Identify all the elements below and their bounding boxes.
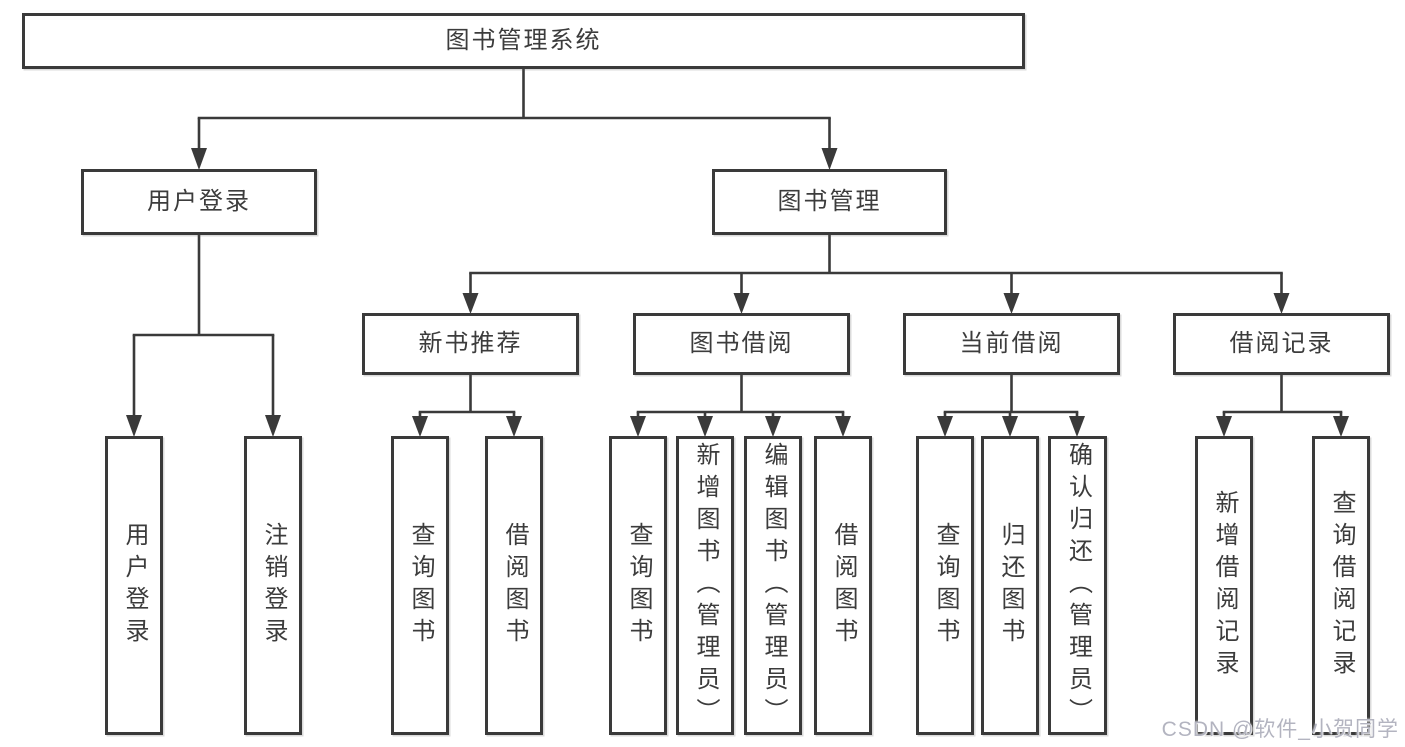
node-new-book-recommend: 新书推荐 xyxy=(362,313,579,375)
arrowhead-icon xyxy=(1216,416,1232,437)
node-label: 新增借阅记录 xyxy=(1211,489,1238,682)
arrowhead-icon xyxy=(937,416,953,437)
arrowhead-icon xyxy=(191,148,207,170)
arrowhead-icon xyxy=(1069,416,1085,437)
arrowhead-icon xyxy=(630,416,646,437)
arrowhead-icon xyxy=(1003,293,1020,314)
node-label: 图书管理系统 xyxy=(445,27,602,54)
node-label: 借阅图书 xyxy=(830,521,857,650)
node-label: 查询图书 xyxy=(625,521,652,650)
arrowhead-icon xyxy=(765,416,781,437)
leaf-confirm-return-admin: 确认归还（管理员） xyxy=(1048,436,1107,735)
leaf-borrow-books: 借阅图书 xyxy=(814,436,872,735)
csdn-watermark: CSDN @软件_小贺同学 xyxy=(1161,718,1399,741)
node-current-borrowing: 当前借阅 xyxy=(903,313,1120,375)
node-label: 查询图书 xyxy=(932,521,959,650)
leaf-recommend-borrow-books: 借阅图书 xyxy=(485,436,543,735)
leaf-user-login: 用户登录 xyxy=(105,436,163,735)
node-label: 新增图书（管理员） xyxy=(692,441,719,730)
node-label: 查询图书 xyxy=(407,521,434,650)
arrowhead-group xyxy=(126,148,1349,437)
node-label: 归还图书 xyxy=(997,521,1024,650)
arrowhead-icon xyxy=(506,416,522,437)
node-label: 查询借阅记录 xyxy=(1328,489,1355,682)
leaf-edit-books-admin: 编辑图书（管理员） xyxy=(744,436,802,735)
node-label: 注销登录 xyxy=(260,521,287,650)
arrowhead-icon xyxy=(1273,293,1290,314)
node-label: 确认归还（管理员） xyxy=(1064,441,1092,730)
leaf-borrow-query-books: 查询图书 xyxy=(609,436,667,735)
node-library-management-system: 图书管理系统 xyxy=(22,13,1025,69)
node-label: 当前借阅 xyxy=(959,330,1064,357)
arrowhead-icon xyxy=(412,416,428,437)
node-label: 新书推荐 xyxy=(418,330,523,357)
arrowhead-icon xyxy=(821,148,838,170)
arrowhead-icon xyxy=(835,416,851,437)
leaf-query-borrow-record: 查询借阅记录 xyxy=(1312,436,1370,735)
node-label: 图书管理 xyxy=(777,188,882,215)
leaf-recommend-query-books: 查询图书 xyxy=(391,436,449,735)
arrowhead-icon xyxy=(733,293,750,314)
node-borrowing-records: 借阅记录 xyxy=(1173,313,1390,375)
arrowhead-icon xyxy=(1333,416,1349,437)
arrowhead-icon xyxy=(697,416,713,437)
node-label: 编辑图书（管理员） xyxy=(760,441,787,730)
node-label: 用户登录 xyxy=(121,521,148,650)
leaf-logout: 注销登录 xyxy=(244,436,302,735)
node-label: 用户登录 xyxy=(147,188,251,215)
leaf-add-books-admin: 新增图书（管理员） xyxy=(676,436,734,735)
node-book-management: 图书管理 xyxy=(712,169,947,235)
arrowhead-icon xyxy=(265,415,281,437)
arrowhead-icon xyxy=(1002,416,1018,437)
leaf-add-borrow-record: 新增借阅记录 xyxy=(1195,436,1253,735)
node-label: 借阅记录 xyxy=(1229,330,1334,357)
node-label: 借阅图书 xyxy=(501,521,528,650)
node-label: 图书借阅 xyxy=(689,330,794,357)
arrowhead-icon xyxy=(126,415,142,437)
arrowhead-icon xyxy=(462,293,479,314)
leaf-return-books: 归还图书 xyxy=(981,436,1039,735)
node-book-borrowing: 图书借阅 xyxy=(633,313,850,375)
node-user-login: 用户登录 xyxy=(81,169,317,235)
leaf-current-query-books: 查询图书 xyxy=(916,436,974,735)
